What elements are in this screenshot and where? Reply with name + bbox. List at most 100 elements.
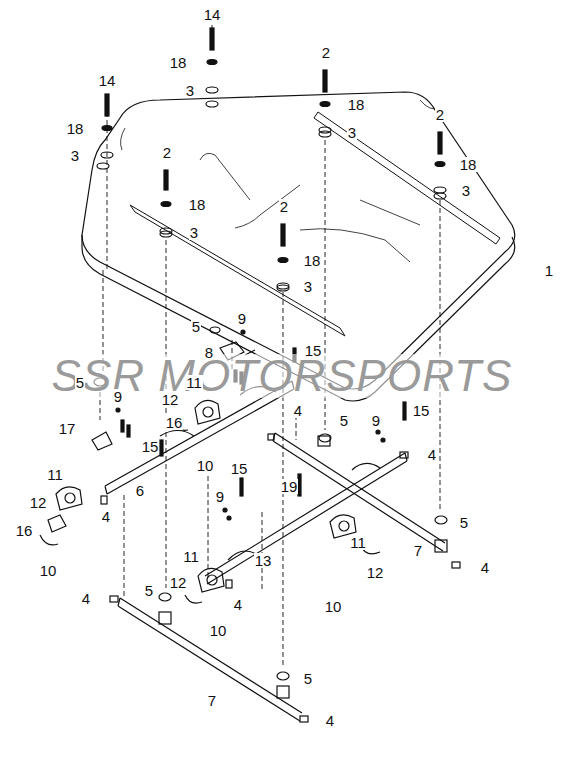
fastener-stacks-stroke xyxy=(161,202,171,207)
rail-7-upper-stroke xyxy=(435,540,447,552)
clamp-brackets-stroke xyxy=(160,431,194,437)
bolts-stroke xyxy=(116,408,120,412)
bolts-stroke xyxy=(160,440,163,456)
callout-number: 19 xyxy=(280,479,299,494)
fastener-stacks-stroke xyxy=(323,70,327,92)
fastener-stacks-stroke xyxy=(435,162,445,167)
callout-number: 16 xyxy=(165,415,184,430)
bolts-stroke xyxy=(227,516,231,520)
rail-7-lower-stroke xyxy=(110,596,118,602)
callout-number: 4 xyxy=(293,403,303,418)
callout-number: 9 xyxy=(237,311,247,326)
fastener-stacks-stroke xyxy=(277,283,289,289)
callout-number: 11 xyxy=(349,535,367,550)
mount-pads-stroke xyxy=(319,434,331,442)
rail-13 xyxy=(205,453,407,588)
callout-number: 5 xyxy=(191,319,201,334)
callout-number: 10 xyxy=(196,458,215,473)
callout-number: 17 xyxy=(58,421,77,436)
callout-number: 11 xyxy=(185,375,203,390)
roof-panel-stroke xyxy=(82,92,515,389)
callout-number: 10 xyxy=(39,563,58,578)
callout-number: 9 xyxy=(371,413,381,428)
clamp-brackets-stroke xyxy=(48,515,66,532)
callout-number: 14 xyxy=(203,7,222,22)
callout-number: 12 xyxy=(161,392,180,407)
callout-number: 4 xyxy=(233,597,243,612)
fastener-stacks-stroke xyxy=(206,87,218,93)
rail-7-lower xyxy=(110,596,308,722)
rail-13-stroke xyxy=(226,580,232,588)
callout-number: 18 xyxy=(459,157,478,172)
callout-number: 15 xyxy=(141,439,160,454)
roof-panel-stroke xyxy=(434,193,446,199)
callout-number: 12 xyxy=(29,495,48,510)
rail-6-stroke xyxy=(101,496,107,504)
callout-number: 11 xyxy=(46,467,64,482)
leader-lines-stroke xyxy=(107,22,212,270)
callout-number: 11 xyxy=(182,549,200,564)
bolts-stroke xyxy=(376,430,380,434)
callout-number: 4 xyxy=(101,509,111,524)
rail-7-lower-stroke xyxy=(159,612,171,624)
fastener-stacks-stroke xyxy=(434,187,446,193)
fastener-stacks-stroke xyxy=(160,228,172,234)
callout-number: 3 xyxy=(347,125,357,140)
callout-number: 5 xyxy=(459,515,469,530)
clamp-brackets-stroke xyxy=(40,535,58,545)
rail-13-stroke xyxy=(205,453,407,584)
callout-number: 1 xyxy=(544,263,554,278)
fastener-stacks-stroke xyxy=(164,170,168,190)
callout-number: 18 xyxy=(169,55,188,70)
bolts-stroke xyxy=(121,420,124,432)
bolts-stroke xyxy=(241,330,245,334)
rail-7-lower-stroke xyxy=(118,598,302,721)
clamp-brackets-stroke xyxy=(185,595,202,603)
clamp-brackets-stroke xyxy=(195,400,220,424)
callout-number: 15 xyxy=(412,403,431,418)
rail-7-upper-stroke xyxy=(400,452,408,458)
roof-panel-stroke xyxy=(314,112,500,244)
callout-number: 9 xyxy=(113,389,123,404)
clamp-brackets-stroke xyxy=(65,493,75,503)
leader-lines-stroke xyxy=(124,468,262,596)
clamp-brackets-stroke xyxy=(339,521,349,531)
callout-number: 18 xyxy=(66,121,85,136)
clamp-brackets-stroke xyxy=(207,575,217,585)
callout-number: 18 xyxy=(303,253,322,268)
callout-number: 2 xyxy=(162,145,172,160)
fastener-stacks-stroke xyxy=(278,258,288,263)
bolts-stroke xyxy=(381,438,385,442)
bolts-stroke xyxy=(240,478,243,496)
callout-number: 3 xyxy=(70,148,80,163)
fastener-stacks-stroke xyxy=(207,60,217,65)
callout-number: 5 xyxy=(303,671,313,686)
rail-7-upper-stroke xyxy=(452,562,460,568)
clamp-brackets-stroke xyxy=(198,568,224,592)
callout-number: 5 xyxy=(144,583,154,598)
callout-number: 15 xyxy=(304,343,323,358)
rail-7-upper xyxy=(268,433,460,568)
callout-number: 4 xyxy=(325,713,335,728)
fastener-stacks-stroke xyxy=(438,132,442,154)
leader-lines xyxy=(100,22,440,666)
roof-panel-stroke xyxy=(206,101,218,107)
callout-number: 7 xyxy=(207,693,217,708)
callout-number: 15 xyxy=(230,461,249,476)
mount-pads-stroke xyxy=(210,327,220,333)
callout-number: 13 xyxy=(254,553,273,568)
callout-number: 2 xyxy=(321,45,331,60)
fastener-stacks-stroke xyxy=(281,224,285,246)
callout-number: 4 xyxy=(480,560,490,575)
callout-number: 18 xyxy=(188,197,207,212)
clamp-brackets-stroke xyxy=(92,432,112,450)
fastener-stacks-stroke xyxy=(210,28,214,50)
callout-number: 16 xyxy=(15,523,34,538)
callout-number: 10 xyxy=(209,623,228,638)
mount-pads-stroke xyxy=(435,516,447,524)
rail-7-lower-stroke xyxy=(300,716,308,722)
callout-number: 10 xyxy=(324,599,343,614)
callout-number: 8 xyxy=(204,345,214,360)
bolts-stroke xyxy=(127,425,130,437)
callout-number: 18 xyxy=(347,97,366,112)
